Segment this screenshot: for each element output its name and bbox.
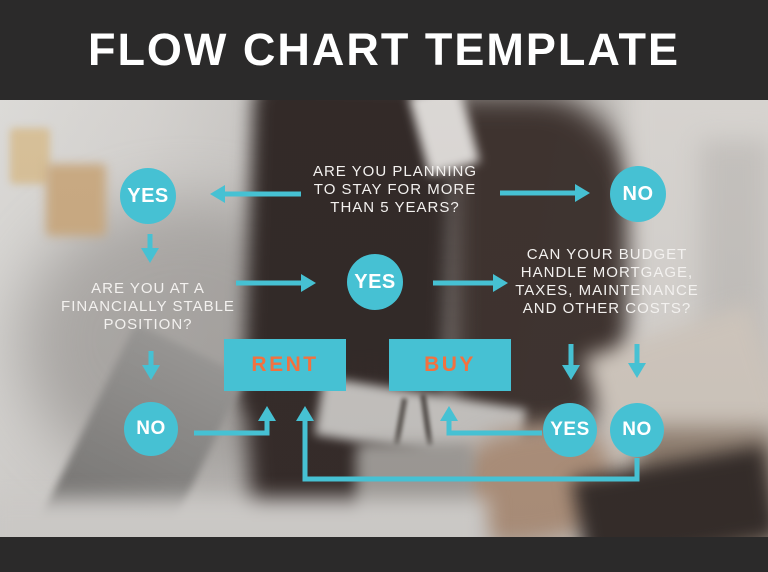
question-financially-stable: ARE YOU AT A FINANCIALLY STABLE POSITION… — [33, 280, 263, 334]
node-label: BUY — [424, 353, 476, 376]
yes-node-bottom-right: YES — [543, 403, 597, 457]
node-label: YES — [550, 419, 590, 440]
yes-node-top: YES — [120, 168, 176, 224]
buy-node: BUY — [389, 339, 511, 391]
no-node-bottom-right: NO — [610, 403, 664, 457]
question-line: TAXES, MAINTENANCE — [515, 282, 699, 299]
photo-sticky-note — [46, 164, 106, 236]
no-node-top: NO — [610, 166, 666, 222]
question-budget: CAN YOUR BUDGET HANDLE MORTGAGE, TAXES, … — [492, 246, 722, 318]
question-line: ARE YOU AT A — [91, 280, 205, 297]
photo-desk — [0, 498, 488, 537]
rent-node: RENT — [224, 339, 346, 391]
node-label: RENT — [251, 353, 319, 376]
question-stay: ARE YOU PLANNING TO STAY FOR MORE THAN 5… — [270, 163, 520, 217]
question-line: THAN 5 YEARS? — [330, 199, 460, 216]
yes-node-middle: YES — [347, 254, 403, 310]
question-line: CAN YOUR BUDGET — [526, 246, 688, 263]
node-label: NO — [622, 182, 654, 205]
photo-sticky-note — [10, 128, 50, 184]
footer-bar — [0, 537, 768, 572]
question-line: POSITION? — [103, 316, 193, 333]
question-line: TO STAY FOR MORE — [313, 181, 477, 198]
question-line: FINANCIALLY STABLE — [61, 298, 235, 315]
header-bar: FLOW CHART TEMPLATE — [0, 0, 768, 100]
node-label: YES — [127, 184, 169, 207]
node-label: YES — [354, 270, 396, 293]
question-line: HANDLE MORTGAGE, — [520, 264, 694, 281]
question-line: ARE YOU PLANNING — [312, 163, 478, 180]
no-node-bottom-left: NO — [124, 402, 178, 456]
node-label: NO — [136, 418, 166, 439]
question-line: AND OTHER COSTS? — [522, 300, 692, 317]
page-title: FLOW CHART TEMPLATE — [87, 24, 681, 75]
node-label: NO — [622, 419, 652, 440]
